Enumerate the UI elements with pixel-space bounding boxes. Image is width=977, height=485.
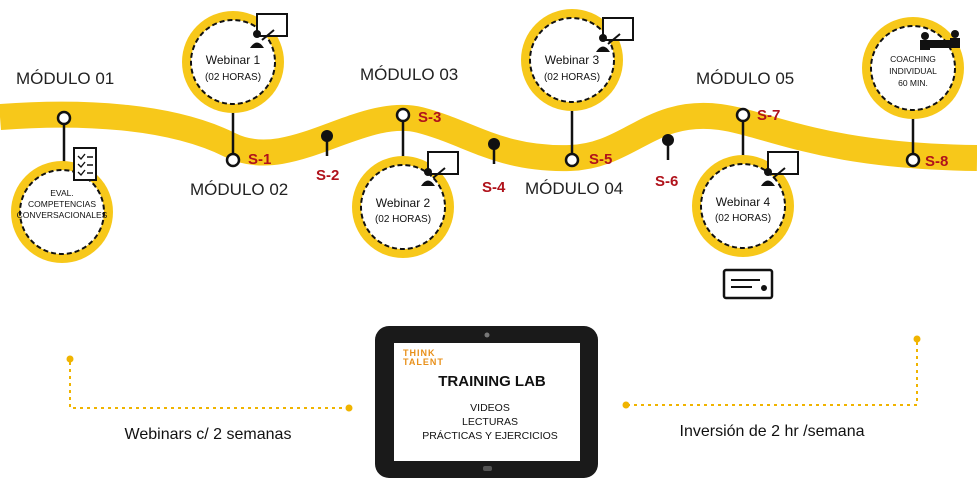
webinar4-sub: (02 HORAS) — [715, 213, 771, 224]
webinar4-node: Webinar 4 (02 HORAS) — [692, 107, 799, 257]
dotted-connector-right — [622, 335, 921, 409]
module-label-04: MÓDULO 04 — [525, 179, 623, 198]
coaching-line2: INDIVIDUAL — [889, 66, 937, 76]
tablet-item-videos: VIDEOS — [470, 402, 510, 414]
module-label-01: MÓDULO 01 — [16, 69, 114, 88]
session-label-s5: S-5 — [589, 151, 612, 168]
tablet-brand-line1: THINK — [403, 348, 436, 358]
module-label-02: MÓDULO 02 — [190, 180, 288, 199]
session-label-s4: S-4 — [482, 179, 506, 196]
session-label-s6: S-6 — [655, 173, 678, 190]
module-label-05: MÓDULO 05 — [696, 69, 794, 88]
tablet-brand-line2: TALENT — [403, 357, 444, 367]
webinar4-title: Webinar 4 — [716, 195, 771, 209]
coaching-line1: COACHING — [890, 54, 936, 64]
tablet-item-lecturas: LECTURAS — [462, 416, 518, 428]
webinar2-node: Webinar 2 (02 HORAS) — [352, 107, 459, 258]
session-label-s7: S-7 — [757, 107, 780, 124]
pin-s2 — [321, 130, 333, 156]
webinar3-title: Webinar 3 — [545, 53, 600, 67]
checklist-icon — [73, 147, 97, 181]
webinar1-title: Webinar 1 — [206, 53, 261, 67]
session-label-s8: S-8 — [925, 153, 948, 170]
tablet-title: TRAINING LAB — [438, 373, 546, 390]
track-path — [0, 101, 977, 172]
webinar3-sub: (02 HORAS) — [544, 72, 600, 83]
tablet-item-practicas: PRÁCTICAS Y EJERCICIOS — [422, 429, 558, 442]
eval-line3: CONVERSACIONALES — [17, 210, 108, 220]
eval-node: EVAL. COMPETENCIAS CONVERSACIONALES — [11, 110, 113, 263]
coaching-node: COACHING INDIVIDUAL 60 MIN. — [862, 17, 964, 168]
footer-right-label: Inversión de 2 hr /semana — [680, 423, 865, 440]
tablet-device: THINK TALENT TRAINING LAB VIDEOS LECTURA… — [375, 326, 598, 478]
webinar3-node: Webinar 3 (02 HORAS) — [521, 9, 634, 168]
session-label-s1: S-1 — [248, 151, 271, 168]
module-label-03: MÓDULO 03 — [360, 65, 458, 84]
webinar2-title: Webinar 2 — [376, 196, 431, 210]
pin-s4 — [488, 138, 500, 164]
presenter-icon — [421, 151, 459, 186]
presenter-icon — [761, 151, 799, 186]
session-label-s3: S-3 — [418, 109, 441, 126]
eval-line2: COMPETENCIAS — [28, 199, 96, 209]
pin-s6 — [662, 134, 674, 160]
dotted-connector-left — [66, 355, 353, 412]
eval-line1: EVAL. — [50, 188, 73, 198]
session-label-s2: S-2 — [316, 167, 339, 184]
presenter-icon — [250, 13, 288, 48]
meeting-icon — [920, 30, 960, 50]
webinar2-sub: (02 HORAS) — [375, 214, 431, 225]
coaching-line3: 60 MIN. — [898, 78, 928, 88]
webinar1-node: Webinar 1 (02 HORAS) — [182, 11, 288, 168]
presenter-icon — [596, 17, 634, 52]
certificate-icon — [722, 268, 774, 300]
footer-left-label: Webinars c/ 2 semanas — [125, 426, 292, 443]
webinar1-sub: (02 HORAS) — [205, 72, 261, 83]
